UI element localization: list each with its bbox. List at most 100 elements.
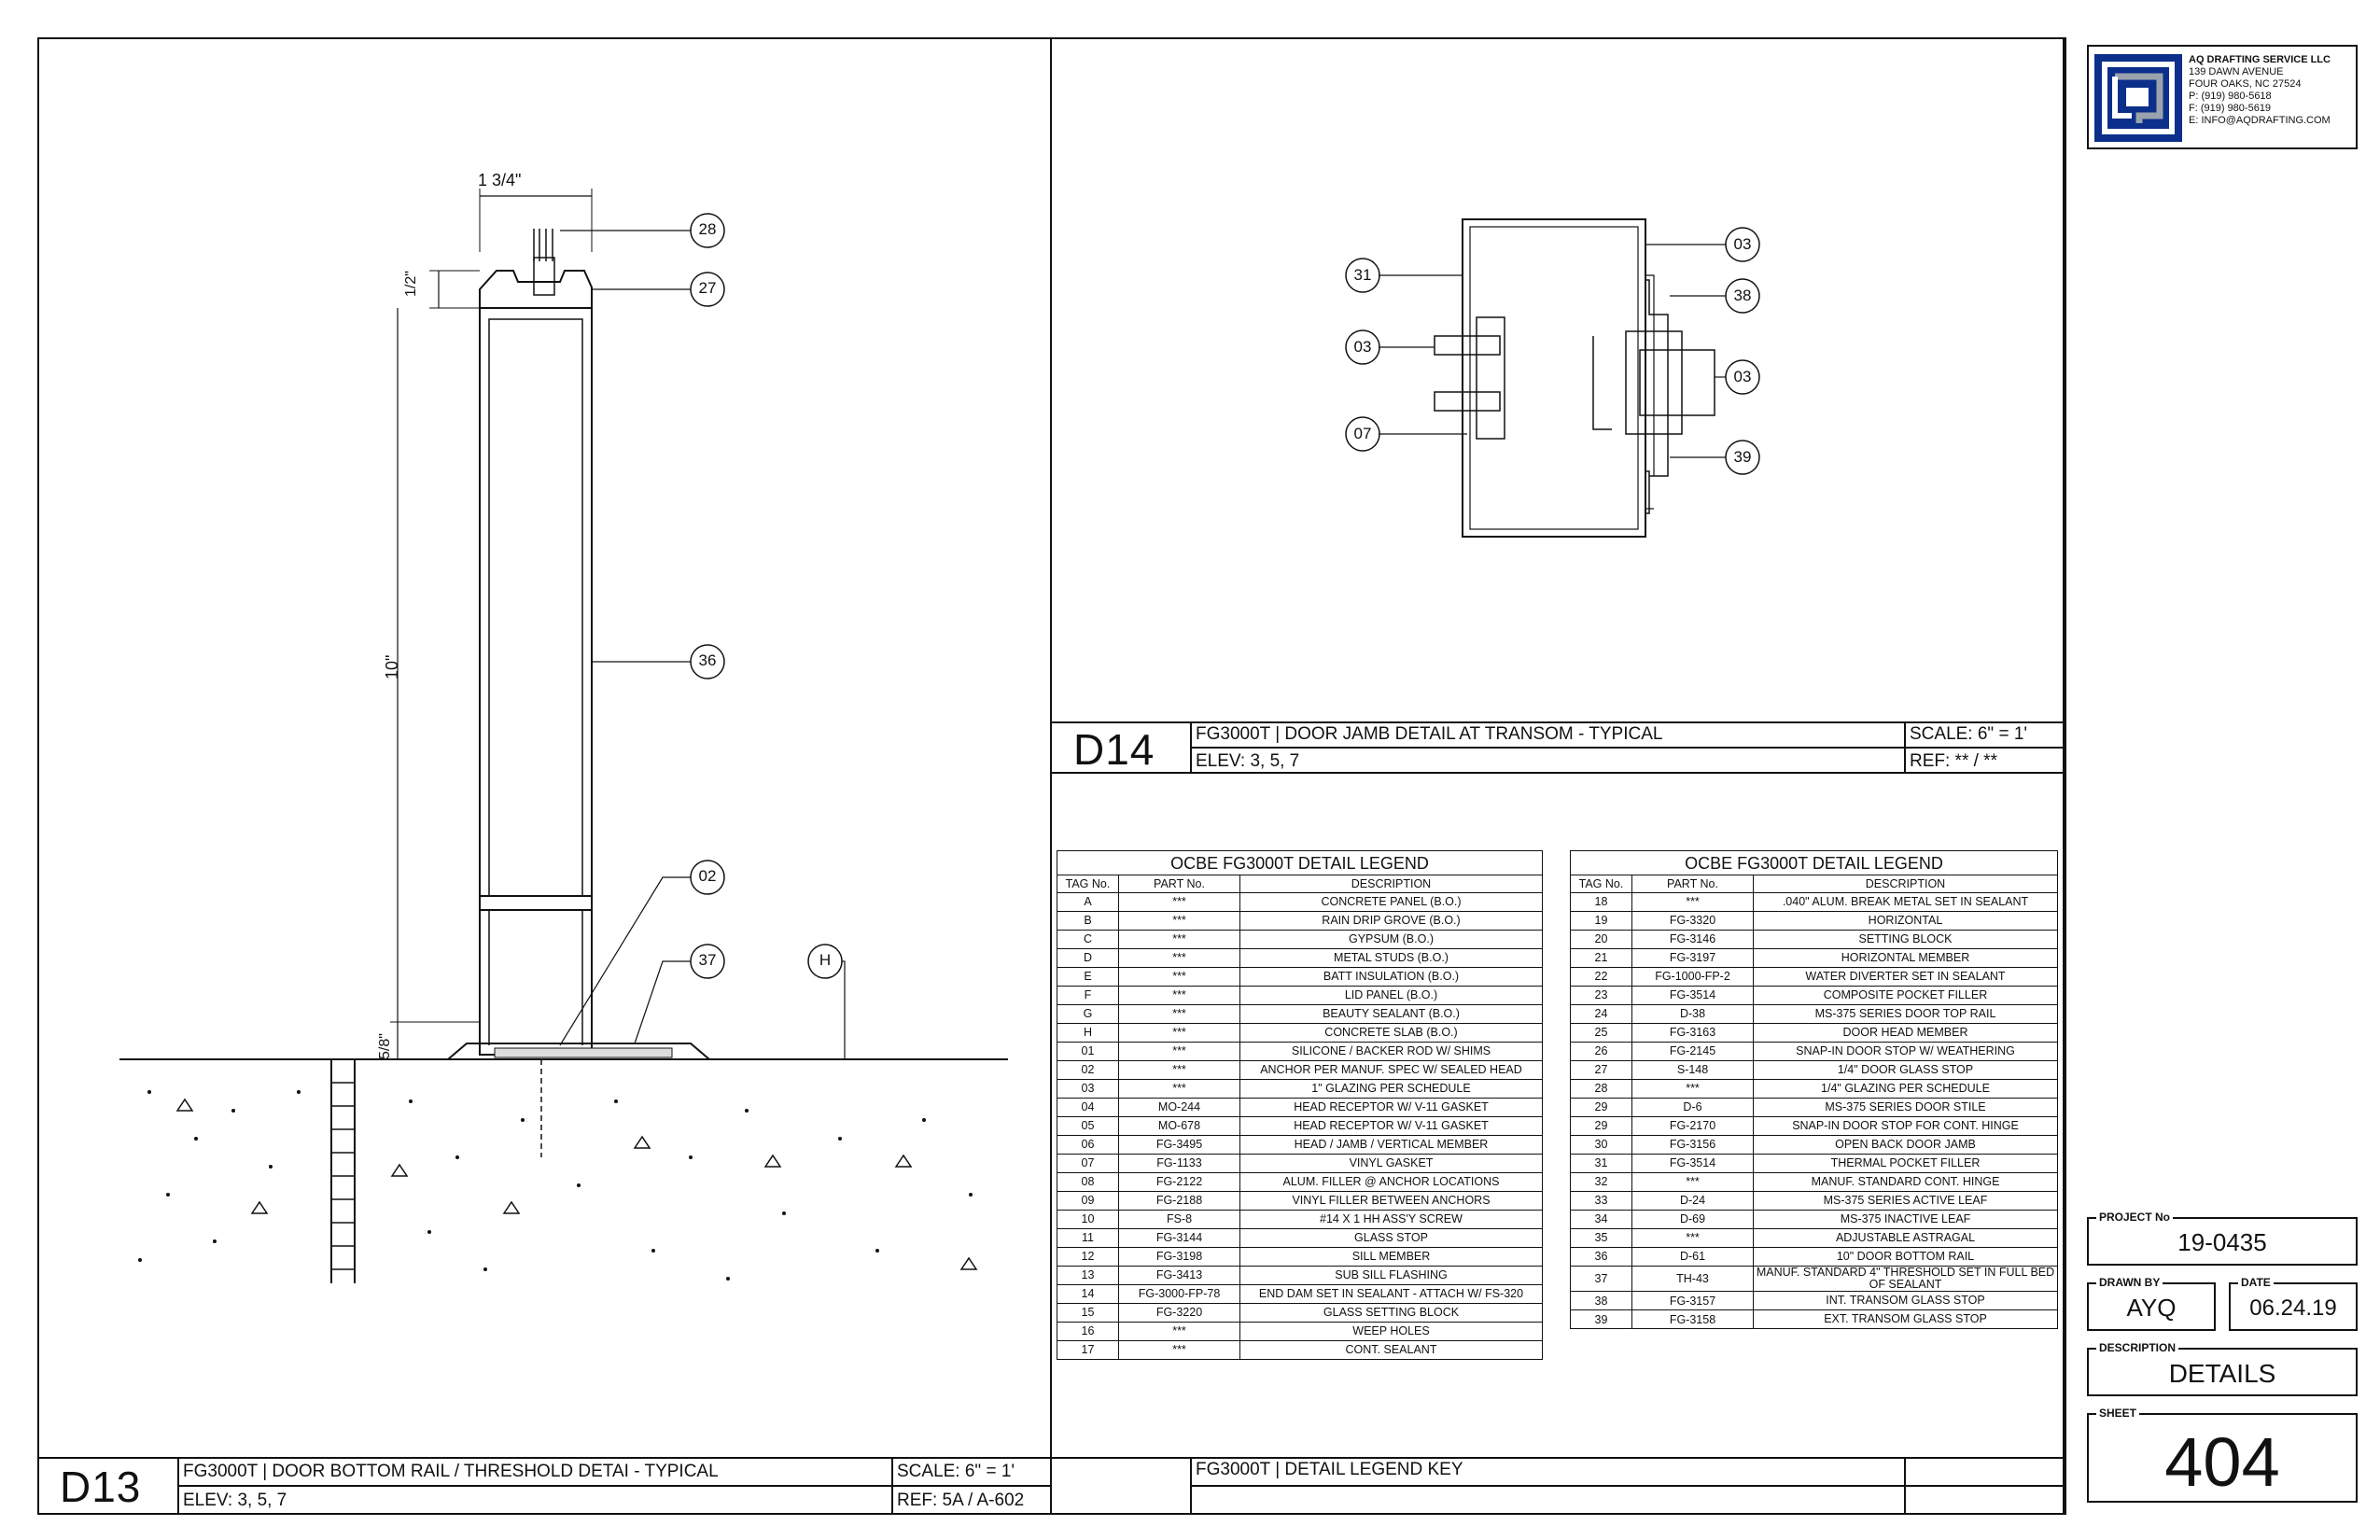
cell-part-no: MO-244 [1118,1098,1240,1117]
d13-dim-top: 1/2" [403,271,419,297]
cell-tag-no: 27 [1570,1060,1632,1080]
cell-part-no: FG-3413 [1118,1266,1240,1285]
d13-bottom-rail [479,307,593,1056]
table-row: 01***SILICONE / BACKER ROD W/ SHIMS [1057,1042,1543,1061]
d13-detail-scale: SCALE: 6" = 1' [897,1462,1015,1481]
cell-description: 10" DOOR BOTTOM RAIL [1753,1247,2058,1267]
cell-description: 1/4" GLAZING PER SCHEDULE [1753,1079,2058,1099]
cell-part-no: FG-3220 [1118,1303,1240,1323]
cell-description: SNAP-IN DOOR STOP FOR CONT. HINGE [1753,1116,2058,1136]
date: 06.24.19 [2249,1295,2337,1321]
cell-description: ADJUSTABLE ASTRAGAL [1753,1228,2058,1248]
cell-part-no: FG-1000-FP-2 [1631,967,1754,987]
cell-tag-no: 16 [1057,1322,1119,1341]
cell-part-no: *** [1118,1060,1240,1080]
cell-tag-no: 20 [1570,930,1632,949]
cell-part-no: FG-3144 [1118,1228,1240,1248]
table-row: 18***.040" ALUM. BREAK METAL SET IN SEAL… [1570,892,2058,912]
cell-tag-no: 39 [1570,1309,1632,1330]
cell-description: ANCHOR PER MANUF. SPEC W/ SEALED HEAD [1239,1060,1543,1080]
table-row: 28***1/4" GLAZING PER SCHEDULE [1570,1079,2058,1099]
d14-tag-03-left: 03 [1353,338,1372,356]
cell-tag-no: 19 [1570,911,1632,931]
d13-detail-number: D13 [60,1463,142,1511]
d13-tag-h: H [819,951,832,969]
cell-tag-no: 29 [1570,1098,1632,1117]
cell-part-no: TH-43 [1631,1265,1754,1293]
drawn-by-box: DRAWN BY AYQ [2087,1276,2216,1331]
cell-part-no: D-24 [1631,1191,1754,1211]
cell-description: BATT INSULATION (B.O.) [1239,967,1543,987]
table-row: D***METAL STUDS (B.O.) [1057,948,1543,968]
d13-dim-height: 10" [383,654,401,679]
cell-tag-no: D [1057,948,1119,968]
cell-description: ALUM. FILLER @ ANCHOR LOCATIONS [1239,1172,1543,1192]
table-row: G***BEAUTY SEALANT (B.O.) [1057,1004,1543,1024]
drawn-by: AYQ [2126,1294,2177,1322]
cell-part-no: *** [1118,1004,1240,1024]
cell-description: THERMAL POCKET FILLER [1753,1154,2058,1173]
legend-title: OCBE FG3000T DETAIL LEGEND [1570,850,2058,875]
firm-block [2087,45,2358,149]
legend-table-left: OCBE FG3000T DETAIL LEGEND TAG No. PART … [1057,850,1543,1360]
cell-tag-no: F [1057,986,1119,1005]
cell-part-no: FG-3146 [1631,930,1754,949]
cell-part-no: FG-1133 [1118,1154,1240,1173]
cell-description: MS-375 INACTIVE LEAF [1753,1210,2058,1229]
cell-tag-no: 37 [1570,1265,1632,1293]
d13-drawing [119,189,1008,1283]
cell-description: HORIZONTAL MEMBER [1753,948,2058,968]
cell-description: VINYL FILLER BETWEEN ANCHORS [1239,1191,1543,1211]
cell-part-no: D-69 [1631,1210,1754,1229]
cell-description: END DAM SET IN SEALANT - ATTACH W/ FS-32… [1239,1284,1543,1304]
col-part-no: PART No. [1118,875,1240,893]
cell-description: 1/4" DOOR GLASS STOP [1753,1060,2058,1080]
cell-part-no: FG-3156 [1631,1135,1754,1155]
cell-part-no: *** [1118,930,1240,949]
firm-address-2: FOUR OAKS, NC 27524 [2189,78,2302,90]
table-row: 32***MANUF. STANDARD CONT. HINGE [1570,1172,2058,1192]
cell-description: CONCRETE PANEL (B.O.) [1239,892,1543,912]
cell-tag-no: 15 [1057,1303,1119,1323]
cell-tag-no: 38 [1570,1291,1632,1311]
cell-description: EXT. TRANSOM GLASS STOP [1753,1309,2058,1330]
cell-tag-no: 03 [1057,1079,1119,1099]
col-tag-no: TAG No. [1570,875,1632,893]
cell-part-no: FG-3514 [1631,986,1754,1005]
cell-tag-no: 10 [1057,1210,1119,1229]
cell-tag-no: 34 [1570,1210,1632,1229]
cell-tag-no: 35 [1570,1228,1632,1248]
cell-tag-no: 13 [1057,1266,1119,1285]
d13-dim-bottom: 5/8" [377,1033,393,1059]
cell-part-no: *** [1631,1172,1754,1192]
cell-part-no: *** [1631,892,1754,912]
d13-concrete-hatch [138,1090,973,1281]
cell-description: RAIN DRIP GROVE (B.O.) [1239,911,1543,931]
sheet-number: 404 [2164,1423,2280,1501]
cell-description: SETTING BLOCK [1753,930,2058,949]
d14-detail-number: D14 [1073,725,1155,774]
table-row: B***RAIN DRIP GROVE (B.O.) [1057,911,1543,931]
cell-tag-no: E [1057,967,1119,987]
cell-tag-no: A [1057,892,1119,912]
cell-description: MANUF. STANDARD CONT. HINGE [1753,1172,2058,1192]
table-row: E***BATT INSULATION (B.O.) [1057,967,1543,987]
cell-part-no: *** [1118,1079,1240,1099]
cell-part-no: *** [1631,1228,1754,1248]
sheet-label: SHEET [2096,1407,2140,1420]
cell-part-no: *** [1118,1042,1240,1061]
cell-part-no: FG-2122 [1118,1172,1240,1192]
col-tag-no: TAG No. [1057,875,1119,893]
d14-door-jamb [1462,218,1646,538]
project-number-label: PROJECT No [2096,1211,2174,1224]
